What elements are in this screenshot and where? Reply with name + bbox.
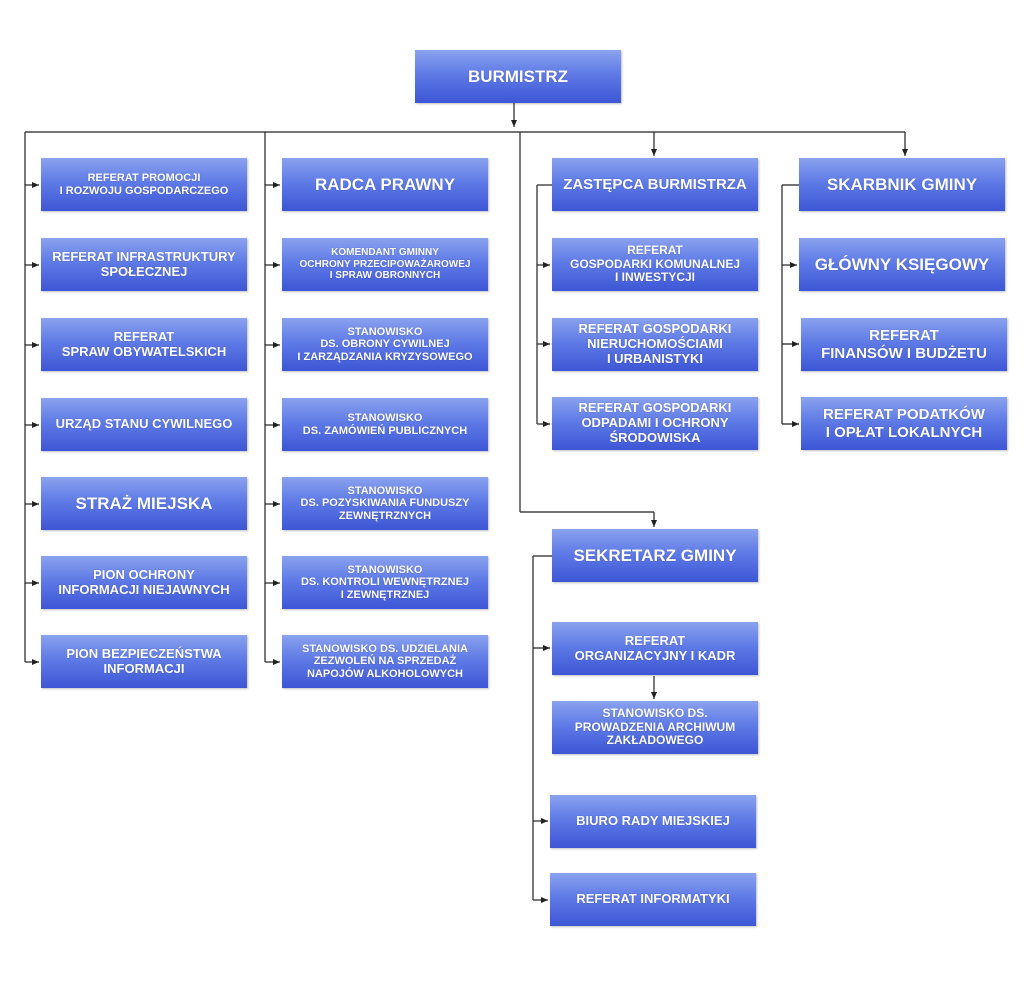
node-referat-organizacyjny: REFERAT ORGANIZACYJNY I KADR (552, 622, 758, 675)
node-referat-podatkow: REFERAT PODATKÓW I OPŁAT LOKALNYCH (801, 397, 1007, 450)
node-stanowisko-zezwolen: STANOWISKO DS. UDZIELANIA ZEZWOLEŃ NA SP… (282, 635, 488, 688)
node-komendant-gminny: KOMENDANT GMINNY OCHRONY PRZECIPOWAŻAROW… (282, 238, 488, 291)
node-stanowisko-obrony-cywilnej: STANOWISKO DS. OBRONY CYWILNEJ I ZARZĄDZ… (282, 318, 488, 371)
node-referat-nieruchomosci: REFERAT GOSPODARKI NIERUCHOMOŚCIAMI I UR… (552, 318, 758, 371)
node-zastepca-burmistrza: ZASTĘPCA BURMISTRZA (552, 158, 758, 211)
node-glowny-ksiegowy: GŁÓWNY KSIĘGOWY (799, 238, 1005, 291)
node-straz-miejska: STRAŻ MIEJSKA (41, 477, 247, 530)
node-stanowisko-archiwum: STANOWISKO DS. PROWADZENIA ARCHIWUM ZAKŁ… (552, 701, 758, 754)
node-biuro-rady-miejskiej: BIURO RADY MIEJSKIEJ (550, 795, 756, 848)
node-stanowisko-zamowien: STANOWISKO DS. ZAMÓWIEŃ PUBLICZNYCH (282, 398, 488, 451)
node-radca-prawny: RADCA PRAWNY (282, 158, 488, 211)
node-referat-gospodarki-komunalnej: REFERAT GOSPODARKI KOMUNALNEJ I INWESTYC… (552, 238, 758, 291)
node-pion-ochrony-informacji: PION OCHRONY INFORMACJI NIEJAWNYCH (41, 556, 247, 609)
node-stanowisko-kontroli: STANOWISKO DS. KONTROLI WEWNĘTRZNEJ I ZE… (282, 556, 488, 609)
node-referat-infrastruktury: REFERAT INFRASTRUKTURY SPOŁECZNEJ (41, 238, 247, 291)
node-stanowisko-pozyskiwania-funduszy: STANOWISKO DS. POZYSKIWANIA FUNDUSZY ZEW… (282, 477, 488, 530)
node-referat-spraw-obywatelskich: REFERAT SPRAW OBYWATELSKICH (41, 318, 247, 371)
node-pion-bezpieczenstwa: PION BEZPIECZEŃSTWA INFORMACJI (41, 635, 247, 688)
node-referat-promocji: REFERAT PROMOCJI I ROZWOJU GOSPODARCZEGO (41, 158, 247, 211)
node-burmistrz: BURMISTRZ (415, 50, 621, 103)
node-referat-odpadami: REFERAT GOSPODARKI ODPADAMI I OCHRONY ŚR… (552, 397, 758, 450)
node-skarbnik-gminy: SKARBNIK GMINY (799, 158, 1005, 211)
node-urzad-stanu-cywilnego: URZĄD STANU CYWILNEGO (41, 398, 247, 451)
node-sekretarz-gminy: SEKRETARZ GMINY (552, 529, 758, 582)
node-referat-informatyki: REFERAT INFORMATYKI (550, 873, 756, 926)
node-referat-finansow: REFERAT FINANSÓW I BUDŻETU (801, 318, 1007, 371)
